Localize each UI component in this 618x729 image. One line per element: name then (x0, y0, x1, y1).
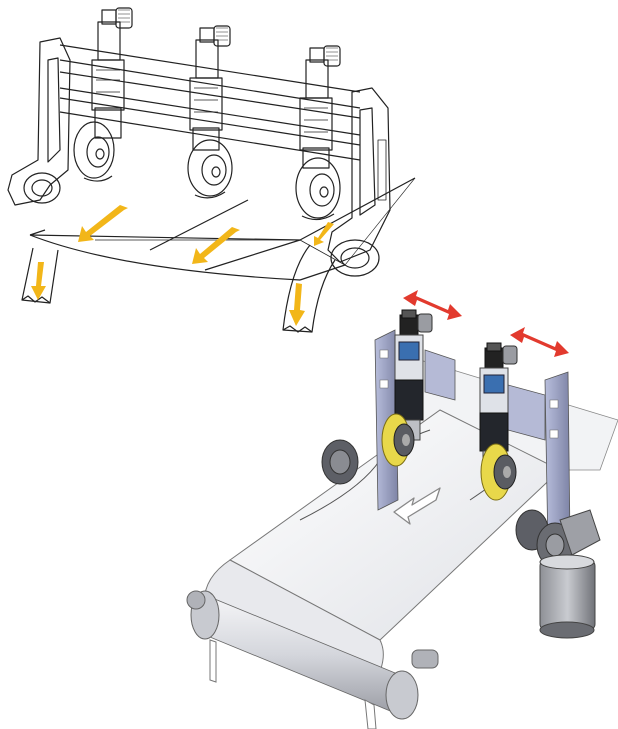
web-direction-arrow (393, 487, 441, 525)
left-drive-wheel (321, 439, 359, 485)
flow-arrow-1 (78, 205, 128, 242)
cutter-head-3 (295, 45, 341, 221)
flow-arrow-5 (314, 222, 334, 246)
bottom-slitter-render (186, 290, 618, 729)
cutter-head-a (381, 309, 433, 467)
adjust-arrow-a (403, 290, 462, 320)
right-waste-strip (282, 244, 336, 333)
flow-arrows (31, 205, 334, 326)
right-frame-pillar (507, 371, 571, 551)
web-sheet (29, 177, 416, 281)
top-slitter-drawing (7, 7, 416, 333)
flow-arrow-3 (31, 262, 46, 300)
left-side-plate (7, 37, 71, 206)
front-roller (186, 590, 439, 720)
left-waste-strip (21, 247, 59, 304)
cutter-head-2 (187, 25, 233, 199)
cutter-head-1 (73, 7, 133, 182)
right-drive-unit (515, 509, 601, 639)
right-side-plate (327, 87, 391, 277)
flow-arrow-4 (289, 283, 305, 326)
hanging-strips (209, 639, 377, 729)
motor-body (539, 559, 596, 631)
flow-arrow-2 (192, 227, 240, 264)
cutter-head-b (479, 342, 518, 501)
adjust-arrow-b (510, 327, 569, 357)
